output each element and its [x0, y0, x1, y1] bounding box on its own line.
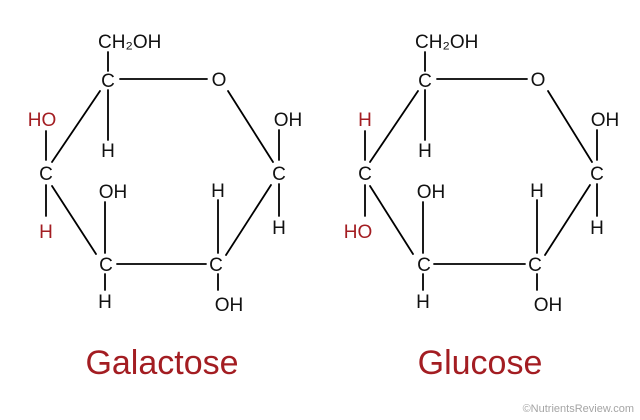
c3-h-label: H	[98, 292, 112, 313]
c4-carbon-label: C	[358, 164, 372, 185]
c3-carbon-label: C	[99, 255, 113, 276]
glucose-name-label: Glucose	[418, 344, 543, 382]
c1-h-label: H	[272, 218, 286, 239]
c2-oh-label: OH	[215, 295, 244, 316]
c1-oh-label: OH	[591, 110, 620, 131]
galactose-name-label: Galactose	[85, 344, 238, 382]
bond-c3-c4	[51, 185, 97, 255]
c5-carbon-label: C	[101, 71, 115, 92]
c2-carbon-label: C	[528, 255, 542, 276]
c2-h-label: H	[211, 181, 225, 202]
c5-h-label: H	[101, 141, 115, 162]
bond-o-c1	[227, 90, 274, 163]
c4-carbon-label: C	[39, 164, 53, 185]
c5-carbon-label: C	[418, 71, 432, 92]
c4-h-label: H	[39, 222, 53, 243]
c3-oh-label: OH	[417, 182, 446, 203]
ring-oxygen-label: O	[212, 70, 227, 91]
c4-ho-label: HO	[344, 222, 373, 243]
bond-c1-c2	[225, 184, 272, 256]
c1-carbon-label: C	[272, 164, 286, 185]
c1-carbon-label: C	[590, 164, 604, 185]
bond-c4-c5	[369, 90, 419, 163]
c2-oh-label: OH	[534, 295, 563, 316]
bond-o-c1	[547, 90, 593, 163]
glucose-structure: CH₂OH C O H H C HO OH C H H C OH OH C H …	[344, 32, 620, 382]
c2-h-label: H	[530, 181, 544, 202]
credit-text: ©NutrientsReview.com	[523, 403, 634, 415]
c4-ho-label: HO	[28, 110, 57, 131]
ch2oh-label: CH₂OH	[415, 32, 478, 53]
ring-oxygen-label: O	[531, 70, 546, 91]
c3-carbon-label: C	[417, 255, 431, 276]
c2-carbon-label: C	[209, 255, 223, 276]
c1-h-label: H	[590, 218, 604, 239]
bond-c3-c4	[369, 185, 414, 255]
galactose-structure: CH₂OH C O H HO C H OH C H H C OH OH C H …	[28, 32, 303, 382]
bond-c4-c5	[51, 90, 101, 163]
ch2oh-label: CH₂OH	[98, 32, 161, 53]
bond-c1-c2	[544, 184, 591, 256]
c1-oh-label: OH	[274, 110, 303, 131]
c5-h-label: H	[418, 141, 432, 162]
c4-h-label: H	[358, 110, 372, 131]
c3-oh-label: OH	[99, 182, 128, 203]
c3-h-label: H	[416, 292, 430, 313]
